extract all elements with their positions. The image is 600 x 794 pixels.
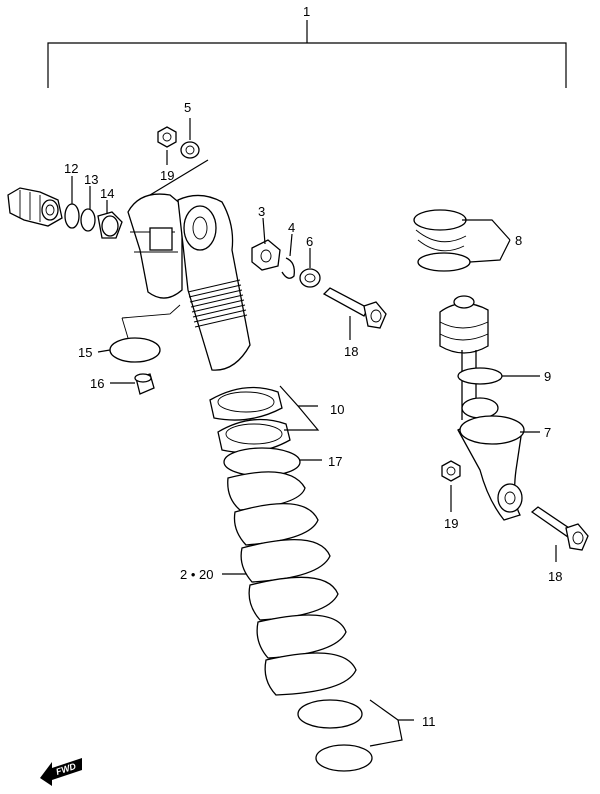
callout-19-lower: 19 bbox=[444, 516, 458, 531]
spring-guide-8 bbox=[413, 209, 471, 272]
fwd-arrow-badge: FWD bbox=[40, 758, 82, 786]
stopper-9 bbox=[457, 367, 503, 385]
reservoir-body bbox=[127, 193, 183, 299]
callout-13: 13 bbox=[84, 172, 98, 187]
callout-12: 12 bbox=[64, 161, 78, 176]
seal-11 bbox=[315, 744, 373, 772]
lock-nut-10-upper bbox=[209, 386, 283, 421]
callout-18-upper: 18 bbox=[344, 344, 358, 359]
collar-6 bbox=[299, 268, 321, 288]
callout-2-20: 2 • 20 bbox=[180, 567, 213, 582]
callout-14: 14 bbox=[100, 186, 114, 201]
callout-18-lower: 18 bbox=[548, 569, 562, 584]
assembly-bracket bbox=[47, 20, 567, 88]
callout-10: 10 bbox=[330, 402, 344, 417]
callout-5: 5 bbox=[184, 100, 191, 115]
washer-13 bbox=[80, 208, 96, 232]
preload-adjuster bbox=[7, 187, 63, 227]
leader-lines bbox=[71, 118, 557, 747]
callout-19-upper: 19 bbox=[160, 168, 174, 183]
snap-ring-4 bbox=[281, 257, 295, 279]
cap-16 bbox=[134, 373, 155, 395]
bump-stop-rubber bbox=[439, 295, 489, 354]
callout-15: 15 bbox=[78, 345, 92, 360]
rod-end-7 bbox=[457, 415, 525, 521]
callout-16: 16 bbox=[90, 376, 104, 391]
nut-19-upper bbox=[157, 126, 177, 148]
callout-1: 1 bbox=[303, 4, 310, 19]
threads bbox=[187, 279, 248, 328]
shock-body bbox=[177, 194, 251, 371]
bushing-3 bbox=[251, 239, 281, 271]
callout-9: 9 bbox=[544, 369, 551, 384]
callout-7: 7 bbox=[544, 425, 551, 440]
seal-15 bbox=[109, 304, 181, 363]
callout-4: 4 bbox=[288, 220, 295, 235]
callout-6: 6 bbox=[306, 234, 313, 249]
callout-11: 11 bbox=[422, 714, 436, 729]
nut-19-lower bbox=[441, 460, 461, 482]
o-ring-12 bbox=[64, 203, 80, 229]
spring-retainer-11 bbox=[297, 699, 363, 729]
collar bbox=[461, 397, 499, 419]
collar-5 bbox=[180, 141, 200, 159]
callout-8: 8 bbox=[515, 233, 522, 248]
lock-nut-10-lower bbox=[217, 418, 291, 454]
callout-3: 3 bbox=[258, 204, 265, 219]
coil-spring bbox=[227, 471, 357, 696]
bushing-14 bbox=[97, 211, 123, 239]
bolt-18-lower bbox=[530, 506, 589, 551]
bolt-18-upper bbox=[322, 287, 387, 329]
callout-17: 17 bbox=[328, 454, 342, 469]
